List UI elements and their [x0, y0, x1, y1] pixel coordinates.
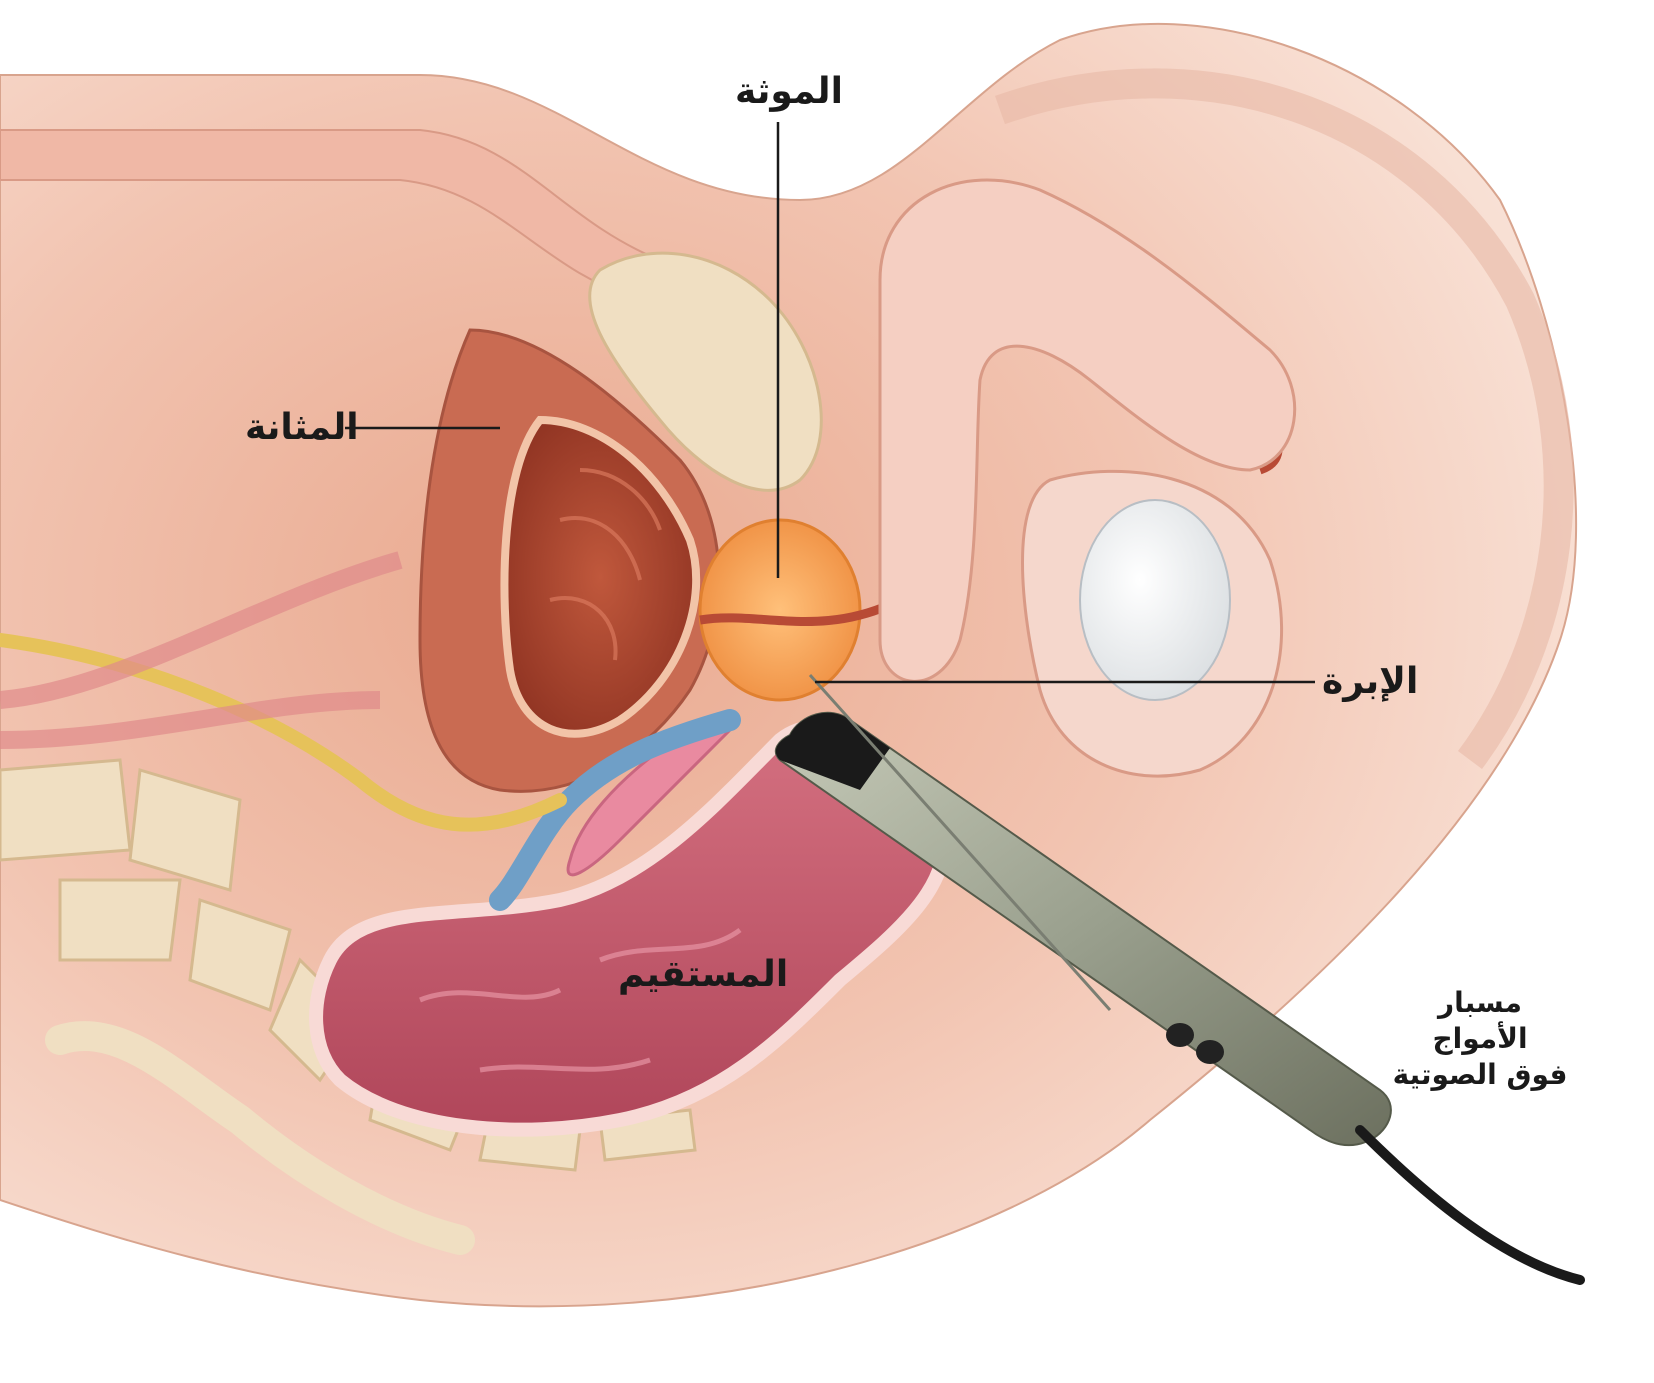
prostate-gland	[698, 518, 862, 702]
label-needle: الإبرة	[1322, 661, 1419, 702]
label-probe-line-3: فوق الصوتية	[1392, 1058, 1568, 1091]
leader-lines	[345, 122, 1315, 684]
rectum	[309, 720, 951, 1137]
label-probe-line-2: الأمواج	[1432, 1022, 1528, 1055]
label-rectum: المستقيم	[618, 954, 789, 995]
label-probe-line-1: مسبار	[1438, 986, 1522, 1019]
biopsy-needle	[808, 673, 1112, 1012]
coccyx	[45, 1021, 475, 1255]
blood-vessels	[0, 551, 403, 749]
bladder-folds	[549, 468, 662, 661]
penis	[878, 178, 1297, 683]
label-prostate: الموثة	[735, 71, 843, 112]
rectum-folds	[419, 927, 742, 1073]
vas-deferens	[489, 709, 741, 911]
label-bladder: المثانة	[245, 407, 359, 448]
pubic-bone	[588, 251, 823, 492]
bladder-cavity	[500, 415, 701, 738]
skin-fold	[995, 68, 1574, 769]
label-ultrasound-probe: مسبار الأمواج فوق الصوتية	[1365, 985, 1595, 1093]
testis	[1079, 499, 1231, 701]
